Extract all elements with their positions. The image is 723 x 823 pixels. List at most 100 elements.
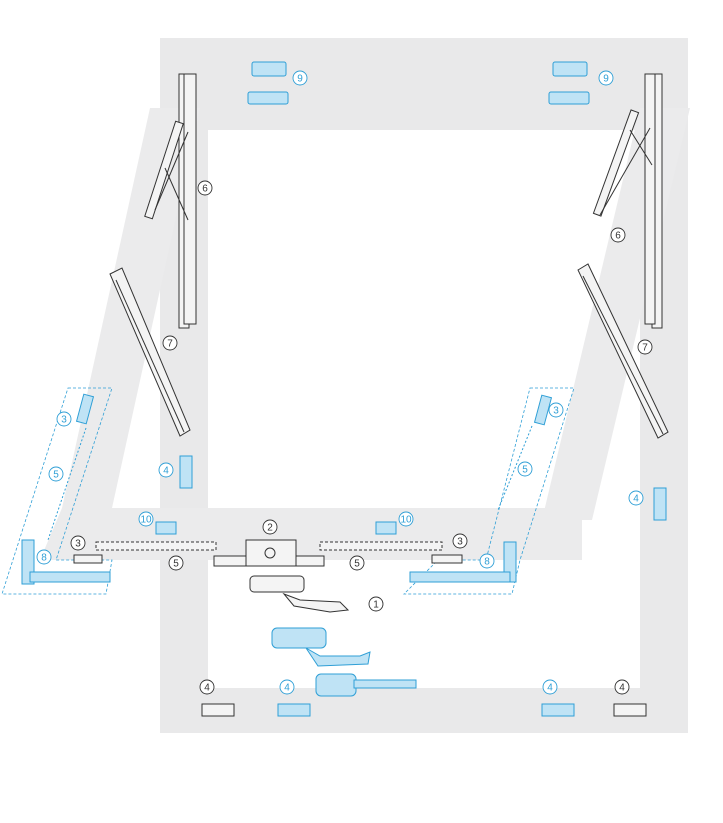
callout-label: 3: [75, 539, 81, 550]
callout-circle: [398, 511, 414, 527]
right-side-hardware: [409, 394, 553, 583]
dashed-groups: [1, 387, 575, 595]
callout-label: 7: [642, 343, 648, 354]
keep-9-right-bottom: [548, 91, 590, 105]
callout-c4-bottom-3: 4: [542, 679, 558, 695]
rod-right-bottom: [319, 541, 443, 551]
keep-9-left-bottom: [247, 91, 289, 105]
stay-left-bottom: [109, 267, 191, 437]
callout-circle: [279, 679, 295, 695]
right-corner-group-outline: [403, 387, 575, 595]
callout-c3-right-bottom: 3: [452, 533, 468, 549]
callout-c3-left-bottom: 3: [70, 535, 86, 551]
callout-circle: [610, 227, 626, 243]
callout-circle: [70, 535, 86, 551]
left-side-hardware: [21, 393, 111, 585]
handle-blue-1-lever: [305, 647, 371, 667]
bottom-rods: [73, 541, 463, 564]
callout-label: 6: [202, 184, 208, 195]
corner-drive-left-top: [75, 393, 95, 425]
handle-blue-1-base: [271, 627, 327, 649]
callout-label: 4: [284, 683, 290, 694]
callout-circle: [162, 335, 178, 351]
callout-label: 4: [633, 494, 639, 505]
handle-blue-2-base: [315, 673, 357, 697]
callout-c2: 2: [262, 519, 278, 535]
callout-c4-left-keep: 4: [158, 462, 174, 478]
callout-label: 10: [400, 515, 412, 526]
callout-c10-right: 10: [398, 511, 414, 527]
stay-right-bottom-body: [577, 263, 669, 439]
callout-circle: [548, 402, 564, 418]
callout-label: 3: [457, 537, 463, 548]
callout-label: 4: [163, 466, 169, 477]
callout-circle: [517, 461, 533, 477]
callout-label: 8: [484, 557, 490, 568]
keep-10-left: [155, 521, 177, 535]
callout-c3-right-top: 3: [548, 402, 564, 418]
callout-label: 8: [41, 553, 47, 564]
keep-4-right-side: [653, 487, 667, 521]
callout-label: 5: [173, 559, 179, 570]
callout-circle: [292, 70, 308, 86]
stay-right-top-arm: [592, 109, 640, 217]
callout-circle: [349, 555, 365, 571]
callout-c4-bottom-2: 4: [279, 679, 295, 695]
callout-c4-right-keep: 4: [628, 490, 644, 506]
callout-label: 5: [522, 465, 528, 476]
keep-4-bottom-2: [277, 703, 311, 717]
callout-circle: [452, 533, 468, 549]
callout-circle: [637, 339, 653, 355]
left-corner-group-outline: [1, 387, 113, 595]
callout-circle: [48, 466, 64, 482]
callout-circle: [199, 679, 215, 695]
callout-c5-right-bottom: 5: [349, 555, 365, 571]
callout-label: 5: [53, 470, 59, 481]
callout-c5-left-bottom: 5: [168, 555, 184, 571]
callout-label: 6: [615, 231, 621, 242]
callout-circle: [368, 596, 384, 612]
cam-left-bottom: [73, 554, 103, 564]
callout-c1: 1: [368, 596, 384, 612]
handle-dark-lever: [282, 592, 350, 613]
stay-right-top: [592, 73, 663, 329]
keep-9-right: [548, 61, 590, 105]
callout-c9-left: 9: [292, 70, 308, 86]
stay-left-top-arm: [144, 120, 184, 220]
callout-label: 3: [553, 406, 559, 417]
callout-c6-right: 6: [610, 227, 626, 243]
callout-c9-right: 9: [598, 70, 614, 86]
callout-label: 10: [140, 515, 152, 526]
handle-dark-base: [249, 575, 305, 593]
corner-drive-right-top: [533, 394, 553, 426]
stay-right-bottom: [577, 263, 669, 439]
keep-10-right: [375, 521, 397, 535]
frame-top-inner-band: [208, 84, 640, 130]
callout-c6-left: 6: [197, 180, 213, 196]
callout-c10-left: 10: [138, 511, 154, 527]
handle-blue-2-lever: [353, 679, 417, 689]
stay-left-bottom-body: [109, 267, 191, 437]
callout-c4-bottom-4: 4: [614, 679, 630, 695]
callout-circle: [614, 679, 630, 695]
corner-drive-right-arm: [409, 571, 511, 583]
callout-circle: [542, 679, 558, 695]
keeps: [155, 455, 667, 717]
callout-c5-right-side: 5: [517, 461, 533, 477]
callout-label: 2: [267, 523, 273, 534]
keep-9-left-top: [251, 61, 287, 77]
keep-4-bottom-1: [201, 703, 235, 717]
stay-left-top-link2: [164, 167, 189, 221]
callout-circle: [138, 511, 154, 527]
callout-circle: [56, 411, 72, 427]
callout-circle: [628, 490, 644, 506]
handle-blue-1: [271, 627, 371, 667]
callout-c8-left: 8: [36, 549, 52, 565]
corner-drive-left-arm: [29, 571, 111, 583]
callout-c3-left-top: 3: [56, 411, 72, 427]
callout-c5-left-side: 5: [48, 466, 64, 482]
callout-label: 3: [61, 415, 67, 426]
callout-circle: [479, 553, 495, 569]
callout-label: 4: [547, 683, 553, 694]
